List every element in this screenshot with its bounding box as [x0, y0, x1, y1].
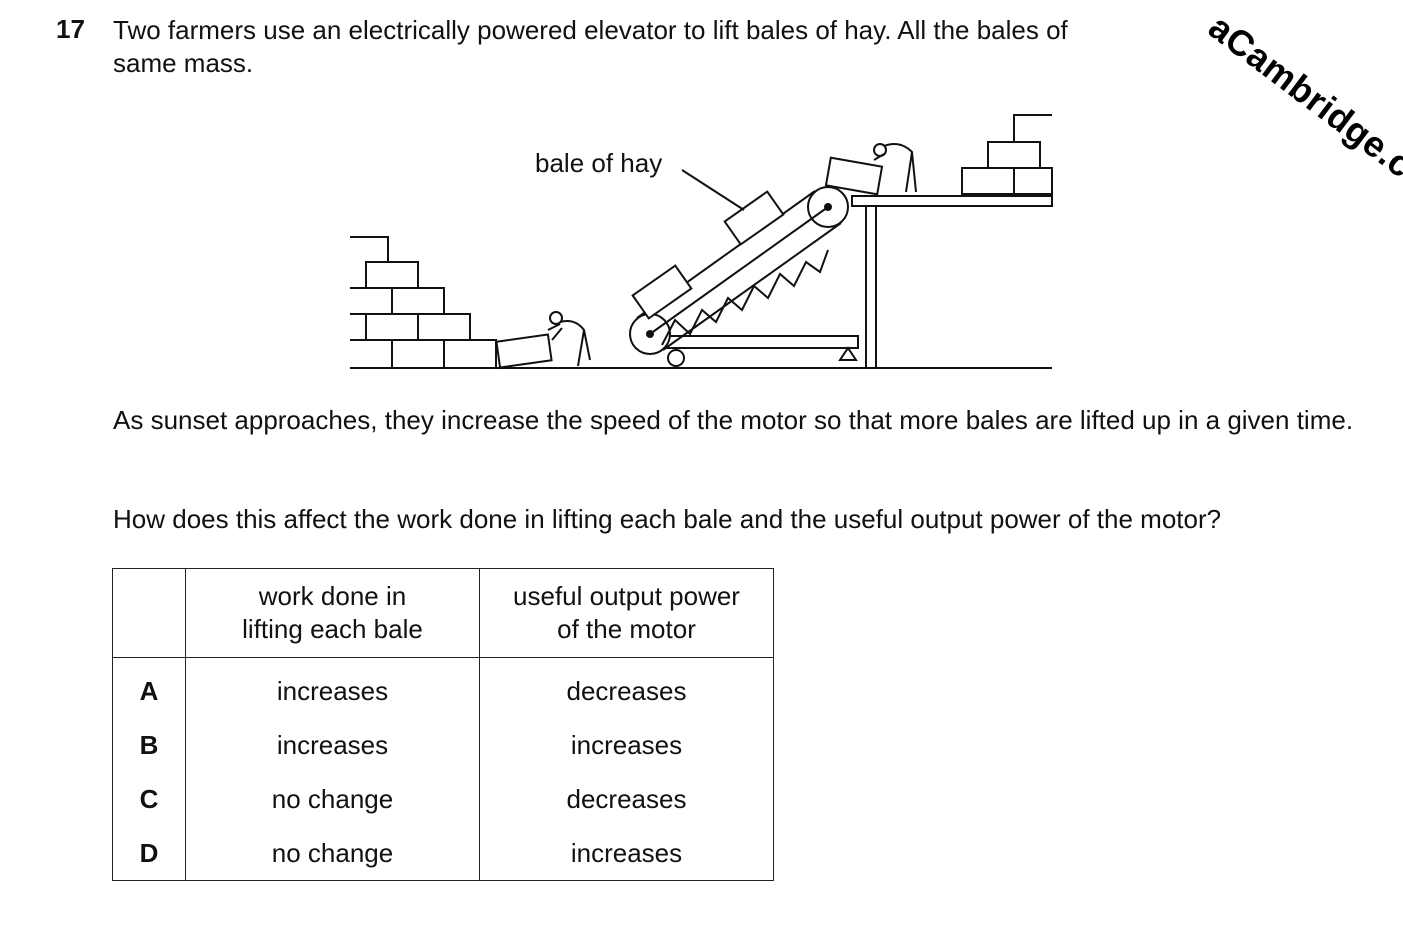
header-empty [112, 568, 186, 658]
platform [851, 195, 1053, 369]
option-work: increases [185, 657, 480, 718]
table-header-row: work done in lifting each bale useful ou… [112, 568, 774, 658]
header-power-line-1: useful output power [513, 581, 740, 611]
farmer-left [547, 311, 591, 367]
option-work: no change [185, 772, 480, 826]
option-work: no change [185, 826, 480, 881]
question-number: 17 [56, 14, 85, 44]
farmer-right [873, 143, 917, 193]
table-row[interactable]: B increases increases [112, 718, 774, 772]
table-row[interactable]: A increases decreases [112, 657, 774, 718]
intro-line-1: Two farmers use an electrically powered … [113, 15, 1068, 45]
bale-top-being-lifted [824, 156, 884, 196]
bale-on-belt-low [631, 264, 693, 320]
question-paragraph-2: As sunset approaches, they increase the … [113, 405, 1354, 435]
bale-ground [495, 333, 553, 369]
option-letter[interactable]: B [112, 718, 186, 772]
option-letter[interactable]: C [112, 772, 186, 826]
question-intro: Two farmers use an electrically powered … [113, 14, 1193, 80]
bale-on-belt-high [723, 190, 785, 246]
bale-stack-left [350, 236, 497, 369]
header-work-line-1: work done in [258, 581, 407, 611]
watermark-background [1158, 0, 1403, 215]
label-bale-of-hay: bale of hay [535, 148, 662, 178]
intro-line-2: same mass. [113, 48, 254, 78]
option-power: decreases [479, 772, 774, 826]
bale-stack-right [961, 114, 1053, 195]
question-paragraph-3: How does this affect the work done in li… [113, 504, 1222, 534]
answer-options-table: work done in lifting each bale useful ou… [112, 568, 774, 881]
elevator-base [649, 335, 859, 367]
label-pointer [681, 169, 745, 211]
option-power: increases [479, 826, 774, 881]
header-work-line-2: lifting each bale [242, 614, 423, 644]
option-power: decreases [479, 657, 774, 718]
table-row[interactable]: D no change increases [112, 826, 774, 881]
option-letter[interactable]: D [112, 826, 186, 881]
option-power: increases [479, 718, 774, 772]
header-output-power: useful output power of the motor [479, 568, 774, 658]
option-letter[interactable]: A [112, 657, 186, 718]
header-power-line-2: of the motor [557, 614, 696, 644]
option-work: increases [185, 718, 480, 772]
conveyor-belt [629, 186, 849, 355]
header-work-done: work done in lifting each bale [185, 568, 480, 658]
table-row[interactable]: C no change decreases [112, 772, 774, 826]
